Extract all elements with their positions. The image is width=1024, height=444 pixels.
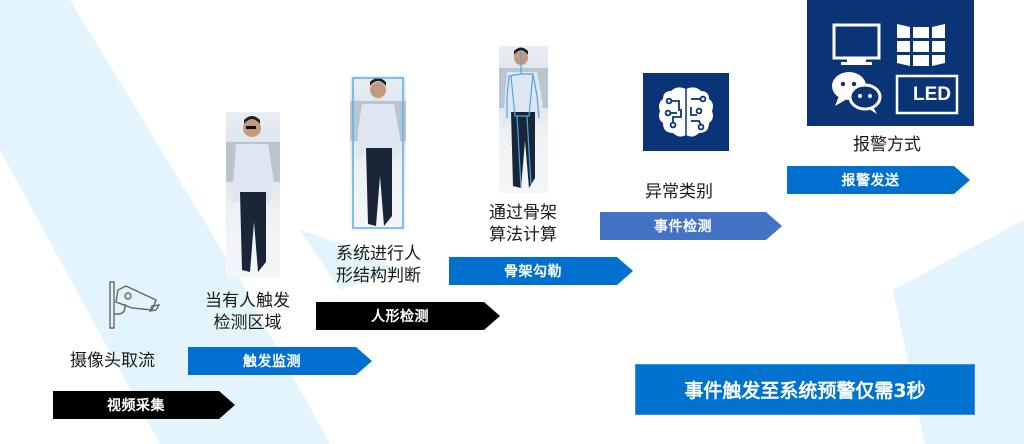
person-bounding-box-photo: [350, 76, 406, 231]
step1-arrow-video-capture: 视频采集: [53, 391, 235, 419]
step4-caption: 通过骨架 算法计算: [489, 203, 557, 245]
step3-arrow-human-detection: 人形检测: [316, 302, 500, 330]
step2-arrow-trigger-monitoring: 触发监测: [188, 347, 372, 375]
step3-caption: 系统进行人 形结构判断: [336, 244, 421, 286]
step2-caption: 当有人触发 检测区域: [205, 291, 290, 333]
summary-banner: 事件触发至系统预警仅需3秒: [635, 364, 975, 415]
step5-arrow-event-detection: 事件检测: [600, 212, 782, 240]
step5-caption: 异常类别: [645, 182, 713, 202]
surveillance-camera-icon: [104, 280, 164, 332]
person-photo: [226, 112, 280, 278]
led-screen-label: LED: [913, 84, 951, 105]
wechat-icon: [832, 72, 882, 114]
step1-caption: 摄像头取流: [70, 351, 155, 371]
step4-arrow-skeleton-outline: 骨架勾勒: [449, 257, 633, 285]
monitor-icon: [832, 23, 959, 115]
person-skeleton-photo: [499, 46, 548, 193]
ai-brain-icon: [643, 73, 729, 151]
step6-arrow-alarm-send: 报警发送: [787, 166, 970, 194]
step6-caption: 报警方式: [853, 135, 921, 155]
alarm-channels-icon: LED: [807, 0, 974, 126]
